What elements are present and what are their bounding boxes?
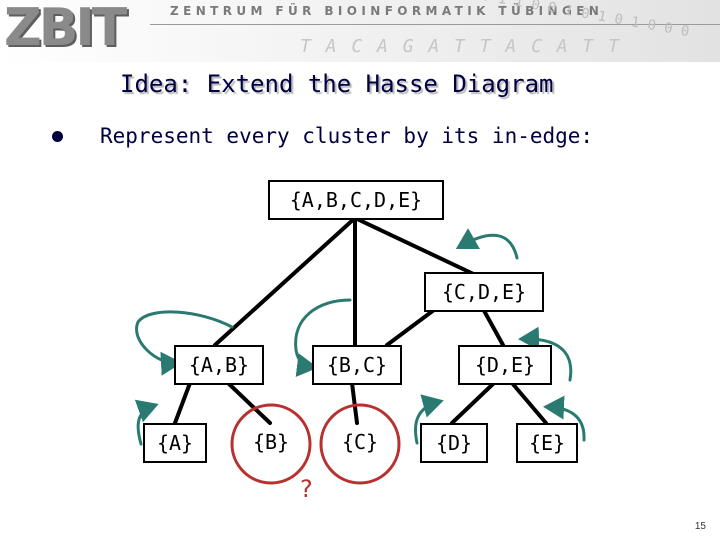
- in-edge-arrow-d: [414, 394, 444, 445]
- node-a: {A}: [143, 423, 207, 463]
- in-edge-arrow-a: [134, 399, 159, 446]
- node-e: {E}: [516, 423, 578, 463]
- node-cde: {C,D,E}: [424, 272, 544, 312]
- edge-root-cde: [353, 216, 484, 280]
- in-edge-arrow-cde: [455, 228, 519, 260]
- edge-root-ab: [213, 216, 357, 347]
- page-number: 15: [694, 521, 706, 532]
- edge-cde-bc: [385, 305, 440, 347]
- edge-bc-c: [350, 381, 359, 425]
- highlight-circle-c: [319, 403, 401, 485]
- in-edge-arrow-bc: [294, 298, 352, 378]
- header-banner: ZBIT ZENTRUM FÜR BIOINFORMATIK TÜBINGEN …: [0, 0, 720, 62]
- edge-de-d: [450, 381, 496, 425]
- highlight-circle-b: [230, 403, 312, 485]
- in-edge-arrow-e: [543, 395, 586, 442]
- in-edge-arrow-de: [518, 326, 573, 382]
- in-edge-arrow-ab: [135, 310, 234, 376]
- edge-ab-a: [173, 381, 192, 425]
- bullet-dot: [52, 131, 63, 142]
- node-bc: {B,C}: [312, 345, 402, 385]
- question-mark: ?: [300, 475, 313, 503]
- edge-ab-b: [226, 381, 272, 425]
- node-de: {D,E}: [458, 345, 552, 385]
- dna-sequence-decoration: T A C A G A T T A C A T T: [300, 36, 621, 57]
- zbit-logo: ZBIT: [4, 0, 127, 58]
- node-d: {D}: [420, 423, 488, 463]
- node-b: {B}: [252, 430, 290, 454]
- header-rule: [150, 24, 720, 25]
- slide-title: Idea: Extend the Hasse Diagram: [120, 70, 554, 98]
- node-root: {A,B,C,D,E}: [268, 180, 444, 220]
- edge-de-e: [510, 381, 548, 425]
- node-ab: {A,B}: [174, 345, 264, 385]
- bullet-text: Represent every cluster by its in-edge:: [100, 124, 594, 148]
- institute-name: ZENTRUM FÜR BIOINFORMATIK TÜBINGEN: [170, 4, 604, 18]
- node-c: {C}: [341, 430, 379, 454]
- edge-cde-de: [480, 305, 505, 347]
